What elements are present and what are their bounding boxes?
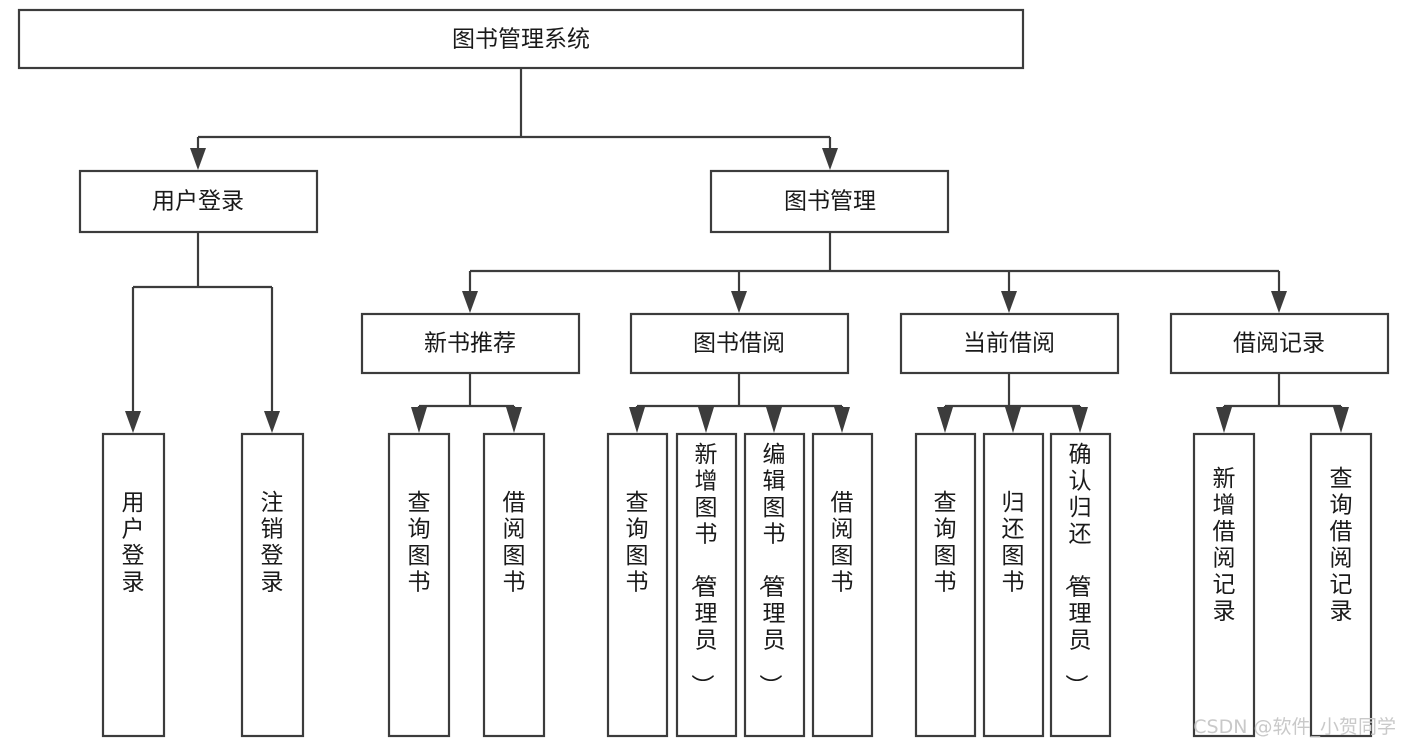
leaf-label: 查询借阅记录 bbox=[1330, 466, 1353, 625]
node-book-borrow[interactable]: 图书借阅 bbox=[629, 312, 850, 375]
leaf-node[interactable]: 查询图书 bbox=[606, 432, 669, 738]
leaf-box[interactable] bbox=[606, 432, 669, 738]
node-user-login[interactable]: 用户登录 bbox=[78, 169, 319, 234]
arrowhead-bookborrow-leaf-4 bbox=[834, 407, 850, 433]
leaf-node[interactable]: 归还图书 bbox=[982, 432, 1045, 738]
borrow-record-label: 借阅记录 bbox=[1233, 331, 1325, 357]
current-borrow-label: 当前借阅 bbox=[963, 331, 1055, 357]
new-book-recommend-box[interactable] bbox=[360, 312, 581, 375]
arrowhead-bookborrow-leaf-3 bbox=[766, 407, 782, 433]
watermark-label: CSDN @软件_小贺同学 bbox=[1193, 716, 1396, 738]
arrowhead-book-borrow bbox=[731, 291, 747, 313]
leaf-label: 借阅图书 bbox=[831, 490, 854, 596]
arrowhead-newbook-leaf-2 bbox=[506, 407, 522, 433]
arrowhead-bookborrow-leaf-2 bbox=[698, 407, 714, 433]
leaf-box[interactable] bbox=[811, 432, 874, 738]
arrowhead-currentborrow-leaf-3 bbox=[1072, 407, 1088, 433]
leaf-box[interactable] bbox=[675, 432, 738, 738]
leaf-node[interactable]: 查询图书 bbox=[387, 432, 451, 738]
leaf-node[interactable]: 借阅图书 bbox=[482, 432, 546, 738]
leaf-box[interactable] bbox=[1049, 432, 1112, 738]
leaf-node[interactable]: 新增图书（管理员） bbox=[675, 432, 738, 738]
leaf-box[interactable] bbox=[743, 432, 806, 738]
leaf-node[interactable]: 新增借阅记录 bbox=[1192, 432, 1256, 738]
leaf-label: 归还图书 bbox=[1002, 490, 1025, 596]
arrowhead-borrow-record bbox=[1271, 291, 1287, 313]
user-login-label: 用户登录 bbox=[152, 189, 244, 215]
leaf-box[interactable] bbox=[982, 432, 1045, 738]
leaf-box[interactable] bbox=[482, 432, 546, 738]
borrow-record-box[interactable] bbox=[1169, 312, 1390, 375]
arrowhead-leaf-logout bbox=[264, 411, 280, 433]
arrowhead-user-login bbox=[190, 148, 206, 170]
new-book-recommend-label: 新书推荐 bbox=[424, 331, 516, 357]
leaf-node[interactable]: 确认归还（管理员） bbox=[1049, 432, 1112, 738]
book-borrow-box[interactable] bbox=[629, 312, 850, 375]
leaf-label: 新增借阅记录 bbox=[1213, 466, 1236, 625]
leaf-label: 查询图书 bbox=[626, 490, 649, 596]
node-current-borrow[interactable]: 当前借阅 bbox=[899, 312, 1120, 375]
leaf-label: 注销登录 bbox=[261, 490, 284, 596]
arrowhead-leaf-user-login bbox=[125, 411, 141, 433]
arrowhead-current-borrow bbox=[1001, 291, 1017, 313]
leaf-box[interactable] bbox=[387, 432, 451, 738]
node-root-system[interactable]: 图书管理系统 bbox=[17, 8, 1025, 70]
leaf-label: 用户登录 bbox=[122, 490, 145, 596]
arrowhead-bookborrow-leaf-1 bbox=[629, 407, 645, 433]
leaf-node[interactable]: 查询借阅记录 bbox=[1309, 432, 1373, 738]
book-management-box[interactable] bbox=[709, 169, 950, 234]
user-login-box[interactable] bbox=[78, 169, 319, 234]
leaf-box[interactable] bbox=[1309, 432, 1373, 738]
current-borrow-box[interactable] bbox=[899, 312, 1120, 375]
leaf-node[interactable]: 注销登录 bbox=[240, 432, 305, 738]
arrowhead-borrowrecord-leaf-2 bbox=[1333, 407, 1349, 433]
leaf-label: 新增图书（管理员） bbox=[689, 442, 718, 697]
leaf-node[interactable]: 借阅图书 bbox=[811, 432, 874, 738]
leaf-box[interactable] bbox=[1192, 432, 1256, 738]
arrowhead-new-book-rec bbox=[462, 291, 478, 313]
root-label: 图书管理系统 bbox=[452, 27, 590, 53]
leaf-label: 查询图书 bbox=[408, 490, 431, 596]
arrowhead-currentborrow-leaf-2 bbox=[1005, 407, 1021, 433]
leaf-label: 查询图书 bbox=[934, 490, 957, 596]
leaf-box[interactable] bbox=[914, 432, 977, 738]
leaf-node[interactable]: 编辑图书（管理员） bbox=[743, 432, 806, 738]
connector-layer bbox=[125, 68, 1349, 433]
node-new-book-recommend[interactable]: 新书推荐 bbox=[360, 312, 581, 375]
leaf-box[interactable] bbox=[240, 432, 305, 738]
root-box[interactable] bbox=[17, 8, 1025, 70]
leaf-nodes-layer: 用户登录 注销登录 查询图书 借阅图书 查询图书 新增图书（管理员） bbox=[101, 432, 1373, 738]
arrowhead-newbook-leaf-1 bbox=[411, 407, 427, 433]
leaf-label: 借阅图书 bbox=[503, 490, 526, 596]
leaf-node[interactable]: 查询图书 bbox=[914, 432, 977, 738]
book-borrow-label: 图书借阅 bbox=[693, 331, 785, 357]
leaf-label: 确认归还（管理员） bbox=[1063, 442, 1092, 697]
arrowhead-currentborrow-leaf-1 bbox=[937, 407, 953, 433]
node-book-management[interactable]: 图书管理 bbox=[709, 169, 950, 234]
node-borrow-record[interactable]: 借阅记录 bbox=[1169, 312, 1390, 375]
arrowhead-book-manage bbox=[822, 148, 838, 170]
arrowhead-borrowrecord-leaf-1 bbox=[1216, 407, 1232, 433]
book-management-label: 图书管理 bbox=[784, 189, 876, 215]
leaf-label: 编辑图书（管理员） bbox=[757, 442, 786, 697]
leaf-box[interactable] bbox=[101, 432, 166, 738]
leaf-node[interactable]: 用户登录 bbox=[101, 432, 166, 738]
